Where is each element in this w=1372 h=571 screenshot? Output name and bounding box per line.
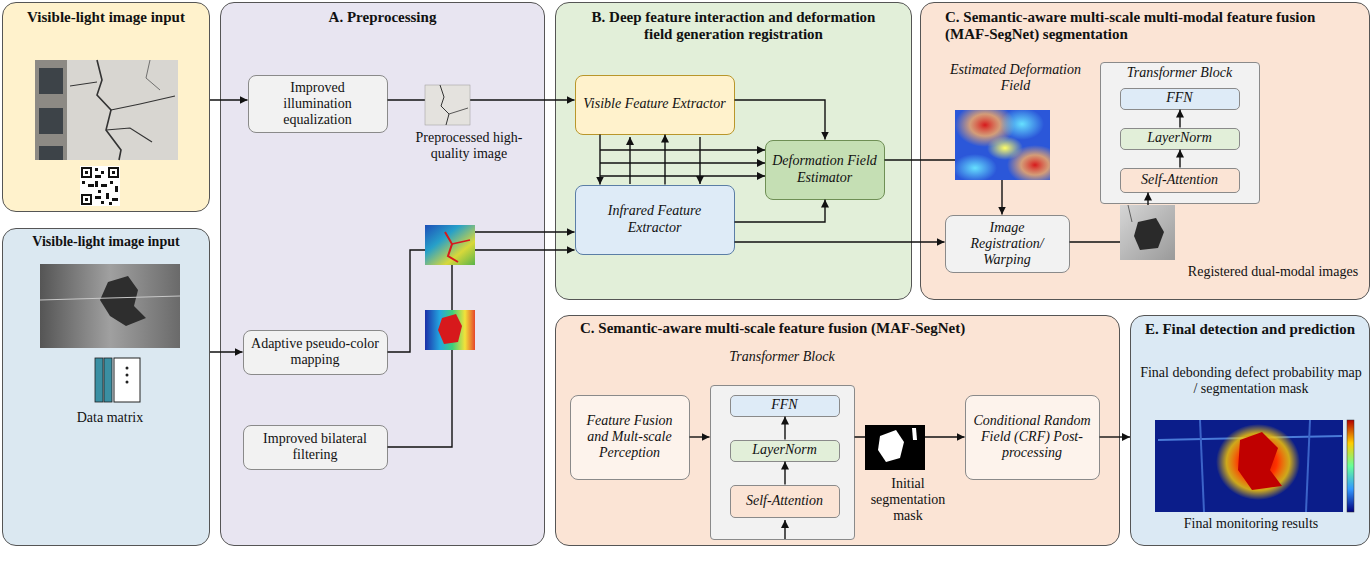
process-box: Image Registration/ Warping xyxy=(945,215,1070,273)
image-caption: Registered dual-modal images xyxy=(1180,264,1366,280)
node-text: Conditional Random Field (CRF) Post-proc… xyxy=(972,413,1093,461)
node-text: Image Registration/ Warping xyxy=(952,220,1063,268)
node-text: C. Semantic-aware multi-scale multi-moda… xyxy=(945,9,1359,44)
image-caption: Estimated Deformation Field xyxy=(938,62,1093,94)
node-text: Self-Attention xyxy=(1141,172,1218,188)
layer-box: FFN xyxy=(1120,88,1240,110)
stage-panel: C. Semantic-aware multi-scale multi-moda… xyxy=(920,2,1370,300)
layer-box: LayerNorm xyxy=(1120,128,1240,150)
node-text: C. Semantic-aware multi-scale feature fu… xyxy=(580,320,965,337)
node-text: Visible-light image input xyxy=(27,9,185,26)
node-text: Improved illumination equalization xyxy=(255,80,381,128)
node-text: FFN xyxy=(1166,90,1192,106)
node-text: Visible Feature Extractor xyxy=(583,96,725,112)
node-text: Infrared Feature Extractor xyxy=(582,203,728,235)
node-text: FFN xyxy=(771,397,797,413)
icon-caption: Data matrix xyxy=(55,410,165,426)
node-text: Feature Fusion and Mult-scale Perception xyxy=(577,413,683,461)
layer-box: Self-Attention xyxy=(730,485,840,518)
node-text: Visible-light image input xyxy=(32,234,179,250)
stage-panel: A. PreprocessingImproved illumination eq… xyxy=(220,2,545,546)
node-text: E. Final detection and prediction xyxy=(1145,321,1355,338)
layer-box: LayerNorm xyxy=(730,440,840,462)
node-text: B. Deep feature interaction and deformat… xyxy=(576,9,891,44)
input-panel: Visible-light image input xyxy=(2,2,210,212)
estimator-box: Deformation Field Estimator xyxy=(765,140,885,200)
image-caption: Final debonding defect probability map /… xyxy=(1140,365,1362,397)
node-text: Self-Attention xyxy=(746,493,823,509)
node-text: LayerNorm xyxy=(752,442,817,458)
node-text: Adaptive pseudo-color mapping xyxy=(250,336,381,368)
process-box: Adaptive pseudo-color mapping xyxy=(243,330,388,375)
image-caption: Preprocessed high-quality image xyxy=(398,130,540,162)
stage-panel: B. Deep feature interaction and deformat… xyxy=(555,2,912,300)
node-text: Transformer Block xyxy=(729,349,834,365)
input-panel: Visible-light image input xyxy=(2,228,210,546)
transformer-block: Transformer BlockFFN LayerNormSelf-Attent… xyxy=(710,345,855,540)
node-text: Transformer Block xyxy=(1127,65,1232,81)
extractor-box: Visible Feature Extractor xyxy=(575,75,735,135)
node-text: Improved bilateral filtering xyxy=(250,431,381,463)
node-text: A. Preprocessing xyxy=(329,9,437,26)
extractor-box: Infrared Feature Extractor xyxy=(575,185,735,255)
layer-box: FFN xyxy=(730,395,840,417)
stage-panel: E. Final detection and prediction xyxy=(1130,315,1370,546)
process-box: Improved illumination equalization xyxy=(248,75,388,133)
stage-panel: C. Semantic-aware multi-scale feature fu… xyxy=(555,315,1120,546)
image-caption: Initial segmentation mask xyxy=(856,476,960,524)
layer-box: Self-Attention xyxy=(1120,168,1240,193)
node-text: LayerNorm xyxy=(1147,130,1212,146)
process-box: Feature Fusion and Mult-scale Perception xyxy=(570,395,690,480)
process-box: Conditional Random Field (CRF) Post-proc… xyxy=(965,395,1100,480)
transformer-block: Transformer BlockFFN LayerNormSelf-Attent… xyxy=(1100,62,1260,204)
node-text: Deformation Field Estimator xyxy=(772,153,878,185)
process-box: Improved bilateral filtering xyxy=(243,425,388,470)
image-caption: Final monitoring results xyxy=(1140,516,1362,532)
